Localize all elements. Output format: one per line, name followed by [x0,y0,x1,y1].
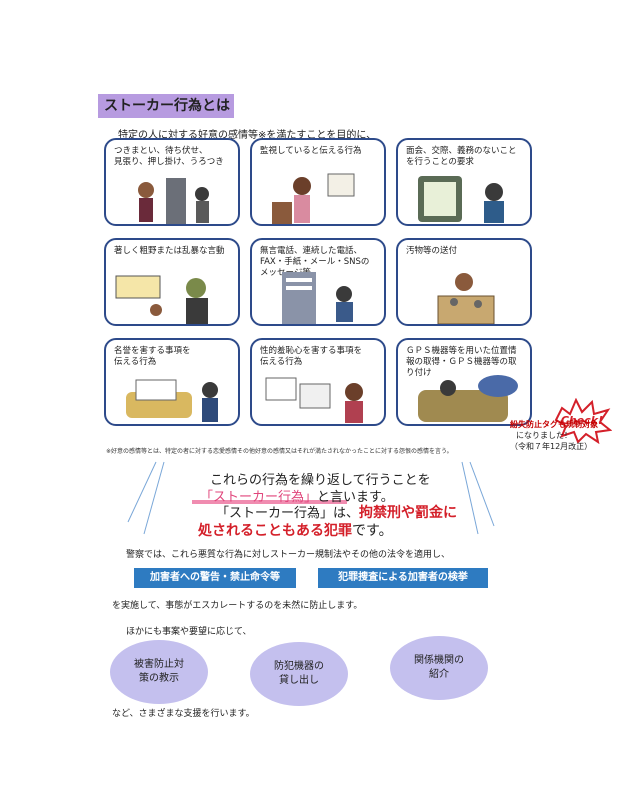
card-text: ＧＰＳ機器等を用いた位置情 報の取得・ＧＰＳ機器等の取 り付け [406,346,517,378]
lead-line-1: これらの行為を繰り返して行うことを [210,473,431,488]
support-ellipse-instruction: 被害防止対 策の教示 [110,640,208,704]
notice-line3: （令和７年12月改正） [510,442,593,451]
closing-text: など、さまざまな支援を行います。 [112,709,255,719]
penalty-text: 拘禁刑や罰金に [359,505,458,521]
footnote: ※好意の感情等とは、特定の者に対する恋愛感情その他好意の感情又はそれが満たされな… [106,448,453,455]
notice-line2: になりました！ [516,431,572,440]
card-filth: 汚物等の送付 [396,238,532,326]
check-text: Check! [561,414,603,427]
mail-illustration [265,377,363,423]
card-text: 性的羞恥心を害する事項を 伝える行為 [260,346,363,367]
stalker-illustration [138,178,209,224]
lead-line-3: 「ストーカー行為」は、拘禁刑や罰金に [216,502,457,522]
card-text: 監視していると伝える行為 [260,146,362,156]
other-text: ほかにも事案や要望に応じて、 [126,627,252,637]
support-ellipse-equipment: 防犯機器の 貸し出し [250,642,348,706]
card-silent-calls: 無言電話、連続した電話、 FAX・手紙・メール・SNSの メッセージ等 [250,238,386,326]
page-title: ストーカー行為とは [98,94,234,118]
crime-text: 処されることもある犯罪 [198,523,352,539]
prevent-text: を実施して、事態がエスカレートするのを未然に防止します。 [112,601,363,611]
messages-illustration [282,272,353,324]
card-demand: 面会、交際、義務のないこと を行うことの要求 [396,138,532,226]
phone-illustration [418,176,504,223]
card-sexual-shame: 性的羞恥心を害する事項を 伝える行為 [250,338,386,426]
card-monitoring: 監視していると伝える行為 [250,138,386,226]
card-text: 著しく粗野または乱暴な言動 [114,246,225,256]
shouting-illustration [115,275,208,324]
card-stalking: つきまとい、待ち伏せ、 見張り、押し掛け、うろつき [104,138,240,226]
stalking-term: 「ストーカー行為」 [200,490,318,505]
card-text: 汚物等の送付 [406,246,458,256]
monitoring-illustration [272,173,355,224]
car-illustration [126,379,218,422]
card-gps: ＧＰＳ機器等を用いた位置情 報の取得・ＧＰＳ機器等の取 り付け [396,338,532,426]
notice-headline: 紛失防止タグも規制対象 [510,420,598,429]
card-text: つきまとい、待ち伏せ、 見張り、押し掛け、うろつき [114,146,224,167]
intro-text: 特定の人に対する好意の感情等※を満たすことを目的に、 [118,130,377,141]
check-bubble-icon: Check! [554,398,612,444]
lead-line-4: 処されることもある犯罪です。 [198,520,393,540]
gps-notice: 紛失防止タグも規制対象 になりました！ （令和７年12月改正） [510,419,622,452]
police-text: 警察では、これら悪質な行為に対しストーカー規制法やその他の法令を適用し、 [126,550,451,560]
lead-line-2: 「ストーカー行為」と言います。 [200,486,394,505]
arrest-label: 犯罪捜査による加害者の検挙 [318,568,488,588]
card-violent-speech: 著しく粗野または乱暴な言動 [104,238,240,326]
card-text: 面会、交際、義務のないこと を行うことの要求 [406,146,517,167]
highlight-underline [192,500,347,504]
lead-line-2-rest: と言います。 [317,490,394,505]
package-illustration [437,273,495,324]
card-defamation: 名誉を害する事項を 伝える行為 [104,338,240,426]
lead-line-4-rest: です。 [352,523,393,539]
support-ellipse-referral: 関係機関の 紹介 [390,636,488,700]
warning-label: 加害者への警告・禁止命令等 [134,568,296,588]
lead-line-3-a: 「ストーカー行為」は、 [216,506,360,521]
gps-illustration [418,375,518,422]
card-text: 名誉を害する事項を 伝える行為 [114,346,191,367]
